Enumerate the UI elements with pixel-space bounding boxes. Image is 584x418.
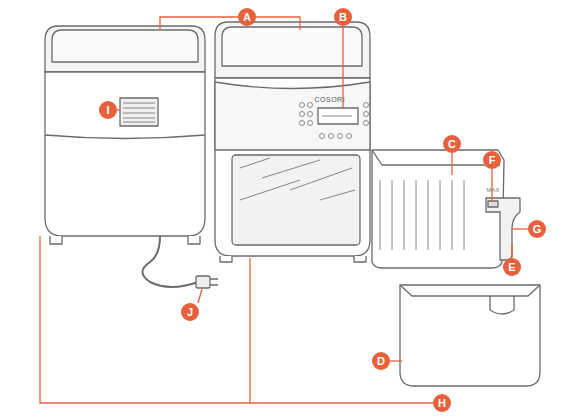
fill-mark: MAX (487, 187, 500, 193)
callout-letter: E (503, 258, 521, 276)
callout-letter: A (238, 8, 256, 26)
callout-letter: I (99, 101, 117, 119)
brand-name: COSORI (315, 96, 346, 103)
callout-letter: G (528, 220, 546, 238)
callout-letter: F (483, 151, 501, 169)
callout-letter: J (181, 303, 199, 321)
callout-letter: D (372, 352, 390, 370)
callout-letter: H (433, 394, 451, 412)
callout-letter: C (443, 135, 461, 153)
callout-letter: B (334, 8, 352, 26)
